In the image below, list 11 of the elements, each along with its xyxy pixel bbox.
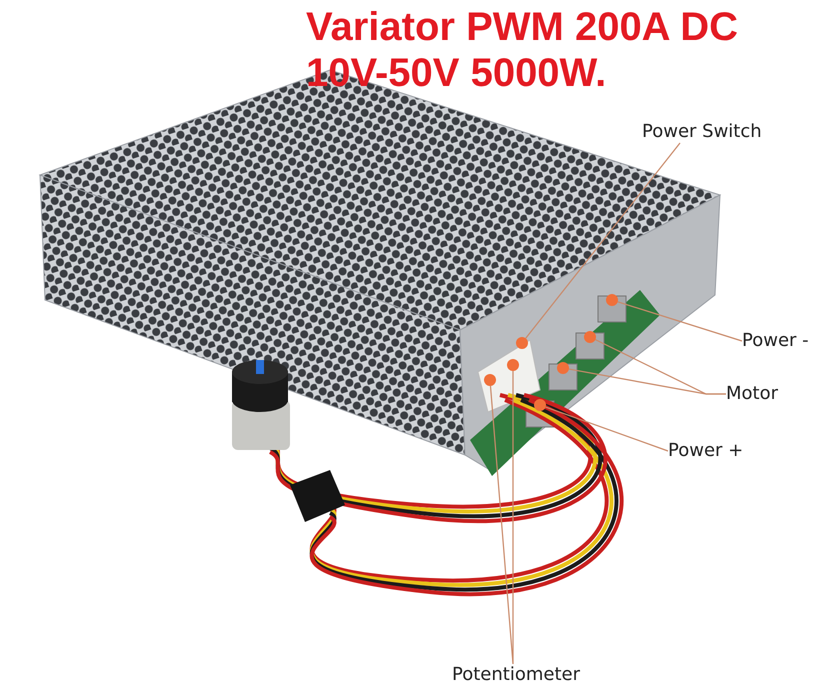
part-label: Motor	[726, 383, 778, 405]
title: Variator PWM 200A DC 10V-50V 5000W.	[306, 4, 739, 96]
leader-line	[490, 386, 514, 664]
part-label: Power Switch	[642, 121, 762, 143]
part-label: Potentiometer	[452, 664, 580, 686]
leader-line	[618, 301, 742, 342]
leader-line	[545, 406, 668, 452]
part-label: Power +	[668, 440, 744, 462]
leader-line	[512, 371, 514, 664]
leader-line	[525, 142, 680, 339]
part-label: Power -	[742, 330, 809, 352]
